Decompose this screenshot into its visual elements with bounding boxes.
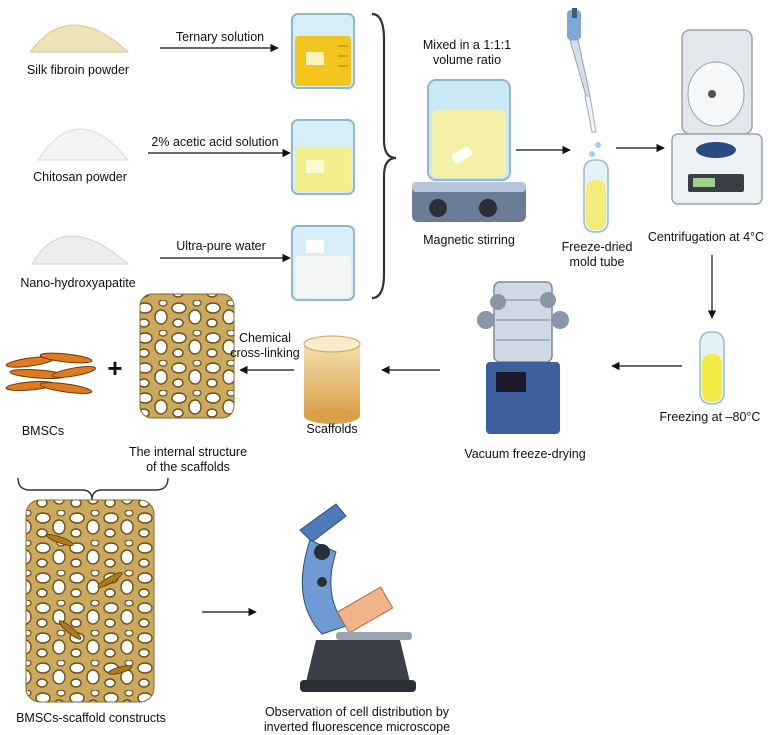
scaffold-internal-structure-image xyxy=(139,293,235,419)
magnetic-stirrer-icon xyxy=(412,79,526,222)
ultra-pure-water-label: Ultra-pure water xyxy=(176,239,266,253)
drop-icon xyxy=(589,151,595,157)
drop-icon xyxy=(595,142,601,148)
internal-structure-label: The internal structure of the scaffolds xyxy=(128,445,248,474)
hydroxyapatite-label: Nano-hydroxyapatite xyxy=(20,276,136,290)
centrifugation-label: Centrifugation at 4°C xyxy=(647,230,765,244)
centrifuge-icon xyxy=(671,29,763,205)
bmsc-cells-icon xyxy=(5,352,97,394)
silk-powder-label: Silk fibroin powder xyxy=(26,63,130,77)
chitosan-powder-icon xyxy=(37,128,130,161)
hydroxyapatite-powder-icon xyxy=(31,235,130,265)
pipette-icon xyxy=(567,8,597,133)
construct-cells-icon xyxy=(46,534,133,675)
microscope-icon xyxy=(299,503,416,692)
scaffolds-label: Scaffolds xyxy=(306,422,358,436)
beaker-water-icon xyxy=(291,225,355,301)
vacuum-freeze-drying-label: Vacuum freeze-drying xyxy=(464,447,586,461)
bmsc-scaffold-construct-image xyxy=(25,499,155,703)
grouping-brace xyxy=(371,12,397,300)
construct-label: BMSCs-scaffold constructs xyxy=(16,711,166,725)
silk-powder-icon xyxy=(29,24,130,53)
freezing-tube-icon xyxy=(699,331,725,405)
beaker-silk-icon xyxy=(291,13,355,89)
mix-ratio-label: Mixed in a 1:1:1 volume ratio xyxy=(422,38,512,67)
bmscs-label: BMSCs xyxy=(21,424,65,438)
mold-tube-icon xyxy=(583,159,609,233)
chitosan-powder-label: Chitosan powder xyxy=(33,170,127,184)
plus-sign: + xyxy=(107,353,123,383)
freezing-label: Freezing at –80°C xyxy=(659,410,761,424)
freeze-dryer-icon xyxy=(477,281,569,434)
beaker-chitosan-icon xyxy=(291,119,355,195)
scaffold-cylinder-icon xyxy=(303,335,361,424)
crosslinking-label: Chemical cross-linking xyxy=(230,331,300,360)
magnetic-stirring-label: Magnetic stirring xyxy=(423,233,515,247)
mold-tube-label: Freeze-dried mold tube xyxy=(561,240,633,269)
bottom-brace xyxy=(17,477,169,501)
ternary-solution-label: Ternary solution xyxy=(175,30,265,44)
observation-label: Observation of cell distribution by inve… xyxy=(263,705,451,734)
acetic-acid-label: 2% acetic acid solution xyxy=(151,135,279,149)
